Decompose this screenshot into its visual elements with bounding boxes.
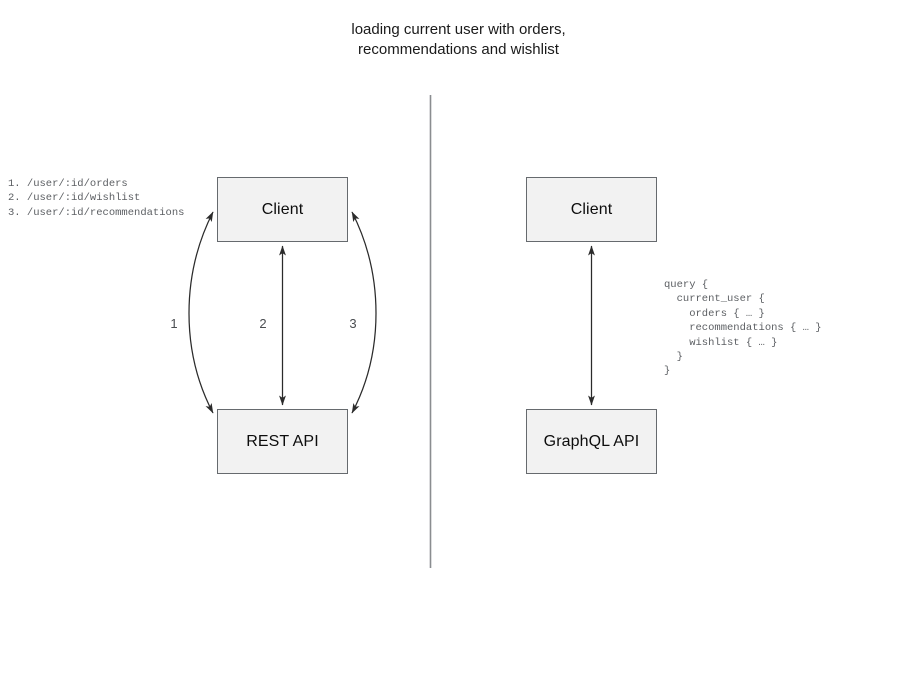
node-client-rest[interactable]: Client bbox=[217, 177, 348, 242]
edge-rest-request-3 bbox=[351, 211, 377, 414]
graphql-query-block: query { current_user { orders { … } reco… bbox=[664, 279, 822, 378]
node-client-graphql[interactable]: Client bbox=[526, 177, 657, 242]
edge-rest-request-1 bbox=[188, 211, 214, 414]
edge-label-3: 3 bbox=[349, 316, 357, 331]
rest-endpoint-list: 1. /user/:id/orders 2. /user/:id/wishlis… bbox=[8, 178, 185, 219]
edge-label-2: 2 bbox=[259, 316, 267, 331]
node-graphql-api[interactable]: GraphQL API bbox=[526, 409, 657, 474]
diagram-title: loading current user with orders, recomm… bbox=[351, 21, 566, 58]
node-rest-api[interactable]: REST API bbox=[217, 409, 348, 474]
edge-label-1: 1 bbox=[170, 316, 178, 331]
